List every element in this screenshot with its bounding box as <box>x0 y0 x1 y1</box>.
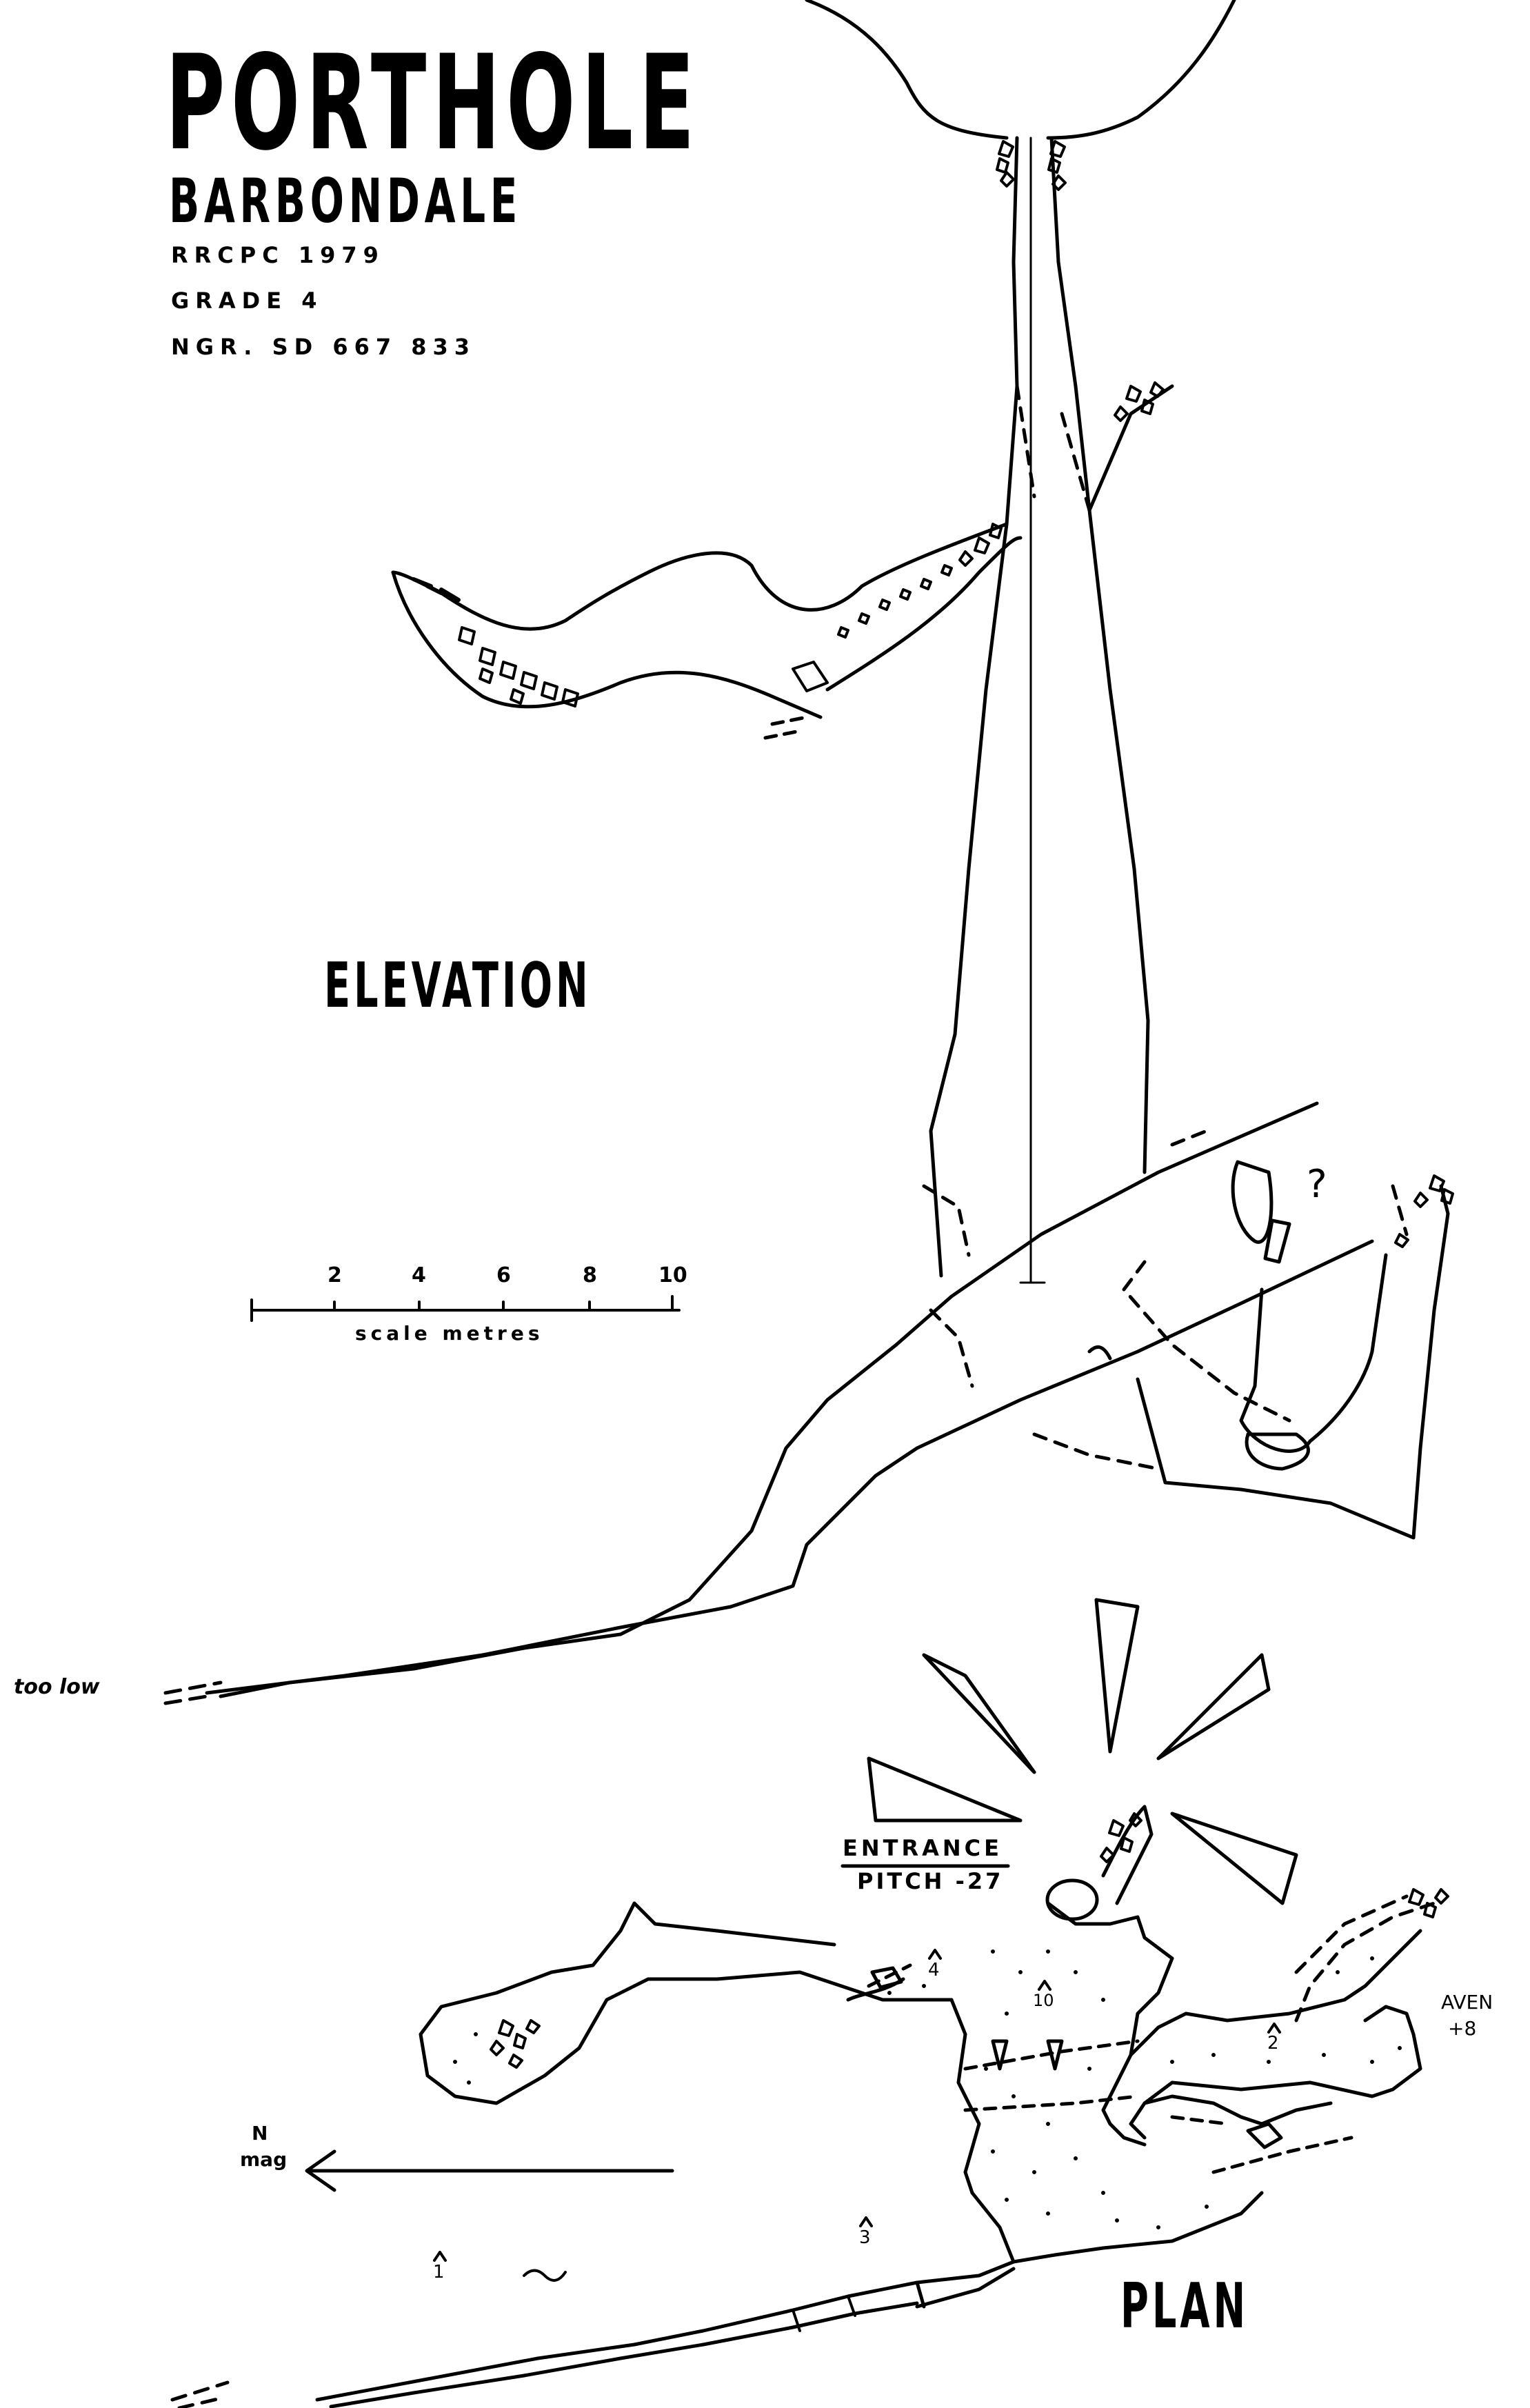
station-3: 3 <box>859 2227 871 2248</box>
scale-tick-8: 8 <box>583 1263 597 1287</box>
aven-height: +8 <box>1448 2017 1477 2040</box>
plan-outline <box>170 1805 1436 2408</box>
station-1: 1 <box>433 2262 445 2282</box>
station-2: 2 <box>1267 2033 1279 2054</box>
survey-station-marks <box>433 1949 1281 2262</box>
aven-label: AVEN <box>1441 1991 1493 2014</box>
plan-stipple <box>453 1949 1402 2229</box>
pitch-label: PITCH -27 <box>857 1868 1004 1894</box>
elevation-boulders <box>412 140 1454 1248</box>
scale-tick-10: 10 <box>658 1263 687 1287</box>
station-4: 4 <box>928 1960 940 1980</box>
station-10: 10 <box>1033 1991 1054 2010</box>
grid-reference: NGR. SD 667 833 <box>171 334 476 360</box>
scale-tick-2: 2 <box>328 1263 342 1287</box>
scale-caption: scale metres <box>355 1322 544 1345</box>
club-year: RRCPC 1979 <box>171 242 385 268</box>
grade: GRADE 4 <box>171 288 323 314</box>
elevation-label: ELEVATION <box>324 950 592 1022</box>
north-letter: N <box>252 2122 268 2145</box>
plan-label: PLAN <box>1120 2270 1249 2342</box>
too-low-squiggle <box>523 2269 567 2282</box>
plan-boulders <box>490 1812 1449 2069</box>
plan-entrance-wedges <box>867 1598 1298 1905</box>
scale-tick-6: 6 <box>496 1263 511 1287</box>
map-title: PORTHOLE <box>165 27 701 179</box>
question-mark: ? <box>1307 1162 1327 1207</box>
north-arrow <box>305 2149 674 2192</box>
scale-tick-4: 4 <box>412 1263 426 1287</box>
scale-bar <box>250 1295 681 1322</box>
map-subtitle: BARBONDALE <box>169 165 523 237</box>
too-low-note: too low <box>14 1675 100 1699</box>
mag-label: mag <box>240 2148 288 2171</box>
elevation-outline <box>163 0 1450 1705</box>
entrance-label: ENTRANCE <box>843 1835 1003 1861</box>
